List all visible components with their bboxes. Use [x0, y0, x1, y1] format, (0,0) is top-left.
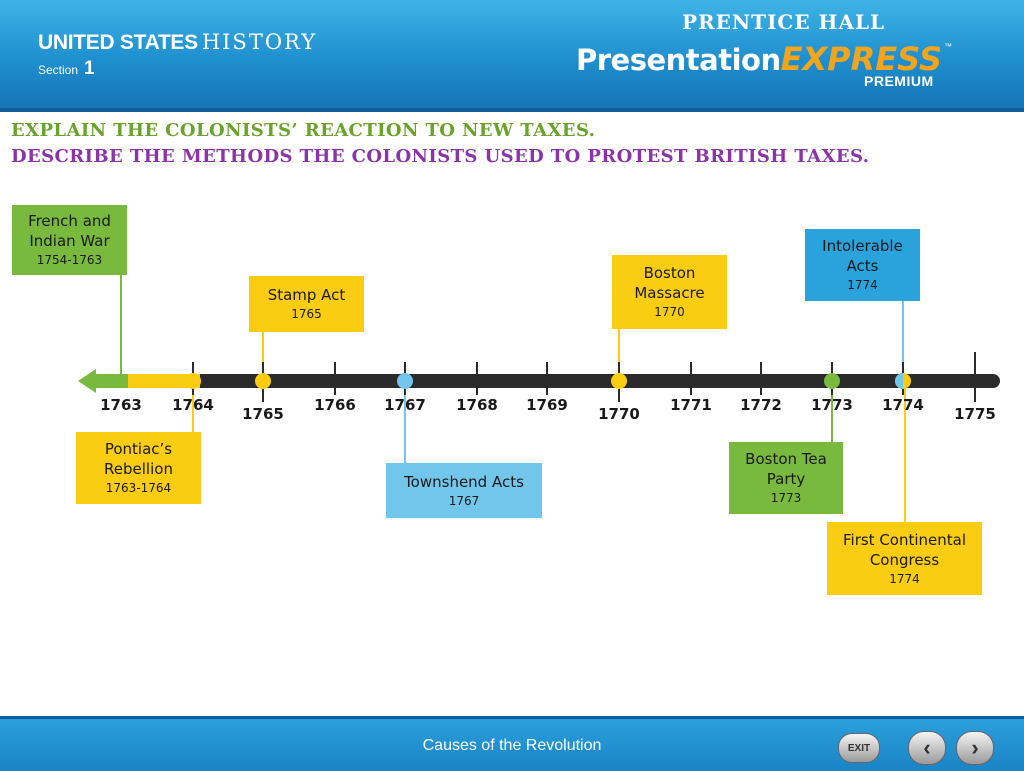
year-label-1767: 1767 [384, 396, 426, 414]
event-title: Pontiac’s Rebellion [104, 440, 173, 478]
product-accent: EXPRESS [780, 40, 943, 78]
chevron-left-icon: ‹ [923, 735, 931, 760]
event-french-indian-war: French and Indian War 1754-1763 [12, 205, 127, 275]
event-townshend-acts: Townshend Acts 1767 [386, 463, 542, 518]
event-years: 1774 [889, 571, 920, 586]
year-label-1765: 1765 [242, 405, 284, 423]
year-label-1764: 1764 [172, 396, 214, 414]
exit-button[interactable]: EXIT [838, 733, 880, 763]
objective-2: Describe the methods the colonists used … [11, 146, 870, 167]
year-label-1771: 1771 [670, 396, 712, 414]
event-boston-massacre: Boston Massacre 1770 [612, 255, 727, 329]
year-label-1775: 1775 [954, 405, 996, 423]
chevron-right-icon: › [971, 735, 979, 760]
year-label-1763: 1763 [100, 396, 142, 414]
section-label: Section [38, 63, 79, 77]
marker-1773 [824, 373, 840, 389]
section-number: 1 [84, 58, 95, 79]
brand-main: UNITED STATES [38, 31, 198, 54]
year-label-1773: 1773 [811, 396, 853, 414]
event-first-continental-congress: First Continental Congress 1774 [827, 522, 982, 595]
event-title: French and Indian War [28, 212, 111, 250]
marker-1774-blue-half [895, 373, 903, 389]
timeline-arrow-left [78, 369, 128, 393]
event-stamp-act: Stamp Act 1765 [249, 276, 364, 332]
event-boston-tea-party: Boston Tea Party 1773 [729, 442, 843, 514]
year-label-1770: 1770 [598, 405, 640, 423]
year-label-1774: 1774 [882, 396, 924, 414]
footer-bar: Causes of the Revolution EXIT ‹ › [0, 716, 1024, 771]
event-title: Intolerable Acts [822, 237, 903, 275]
footer-title: Causes of the Revolution [422, 737, 602, 754]
event-title: Boston Tea Party [745, 450, 827, 488]
event-years: 1765 [291, 307, 322, 321]
event-years: 1754-1763 [36, 253, 103, 267]
next-button[interactable]: › [956, 731, 994, 765]
event-title: First Continental Congress [842, 530, 967, 569]
brand-sub: HISTORY [201, 30, 318, 54]
trademark-mark: ™ [944, 42, 952, 51]
marker-1767 [397, 373, 413, 389]
year-label-1772: 1772 [740, 396, 782, 414]
event-years: 1763-1764 [105, 481, 172, 495]
publisher-logo: PRENTICE HALL [682, 10, 886, 34]
event-years: 1774 [847, 278, 878, 292]
event-years: 1770 [654, 305, 685, 319]
objective-1: Explain the colonists’ reaction to new t… [11, 120, 596, 141]
event-pontiacs-rebellion: Pontiac’s Rebellion 1763-1764 [76, 432, 201, 504]
event-years: 1767 [448, 493, 480, 508]
marker-1764 [185, 373, 201, 389]
event-intolerable-acts: Intolerable Acts 1774 [805, 229, 920, 301]
event-title: Boston Massacre [634, 264, 705, 302]
marker-1770 [611, 373, 627, 389]
section-indicator: Section 1 [38, 58, 95, 80]
event-years: 1773 [770, 491, 802, 505]
tick-marks [192, 352, 976, 402]
year-label-1768: 1768 [456, 396, 498, 414]
year-label-1766: 1766 [314, 396, 356, 414]
event-title: Stamp Act [267, 286, 346, 304]
previous-button[interactable]: ‹ [908, 731, 946, 765]
product-tier: PREMIUM [864, 73, 934, 89]
timeline-bar [100, 374, 1000, 388]
product-main: Presentation [576, 43, 781, 77]
product-logo: PresentationEXPRESS [576, 40, 942, 78]
year-label-1769: 1769 [526, 396, 568, 414]
timeline-highlight-yellow [120, 374, 200, 388]
event-title: Townshend Acts [404, 472, 524, 491]
marker-1765 [255, 373, 271, 389]
